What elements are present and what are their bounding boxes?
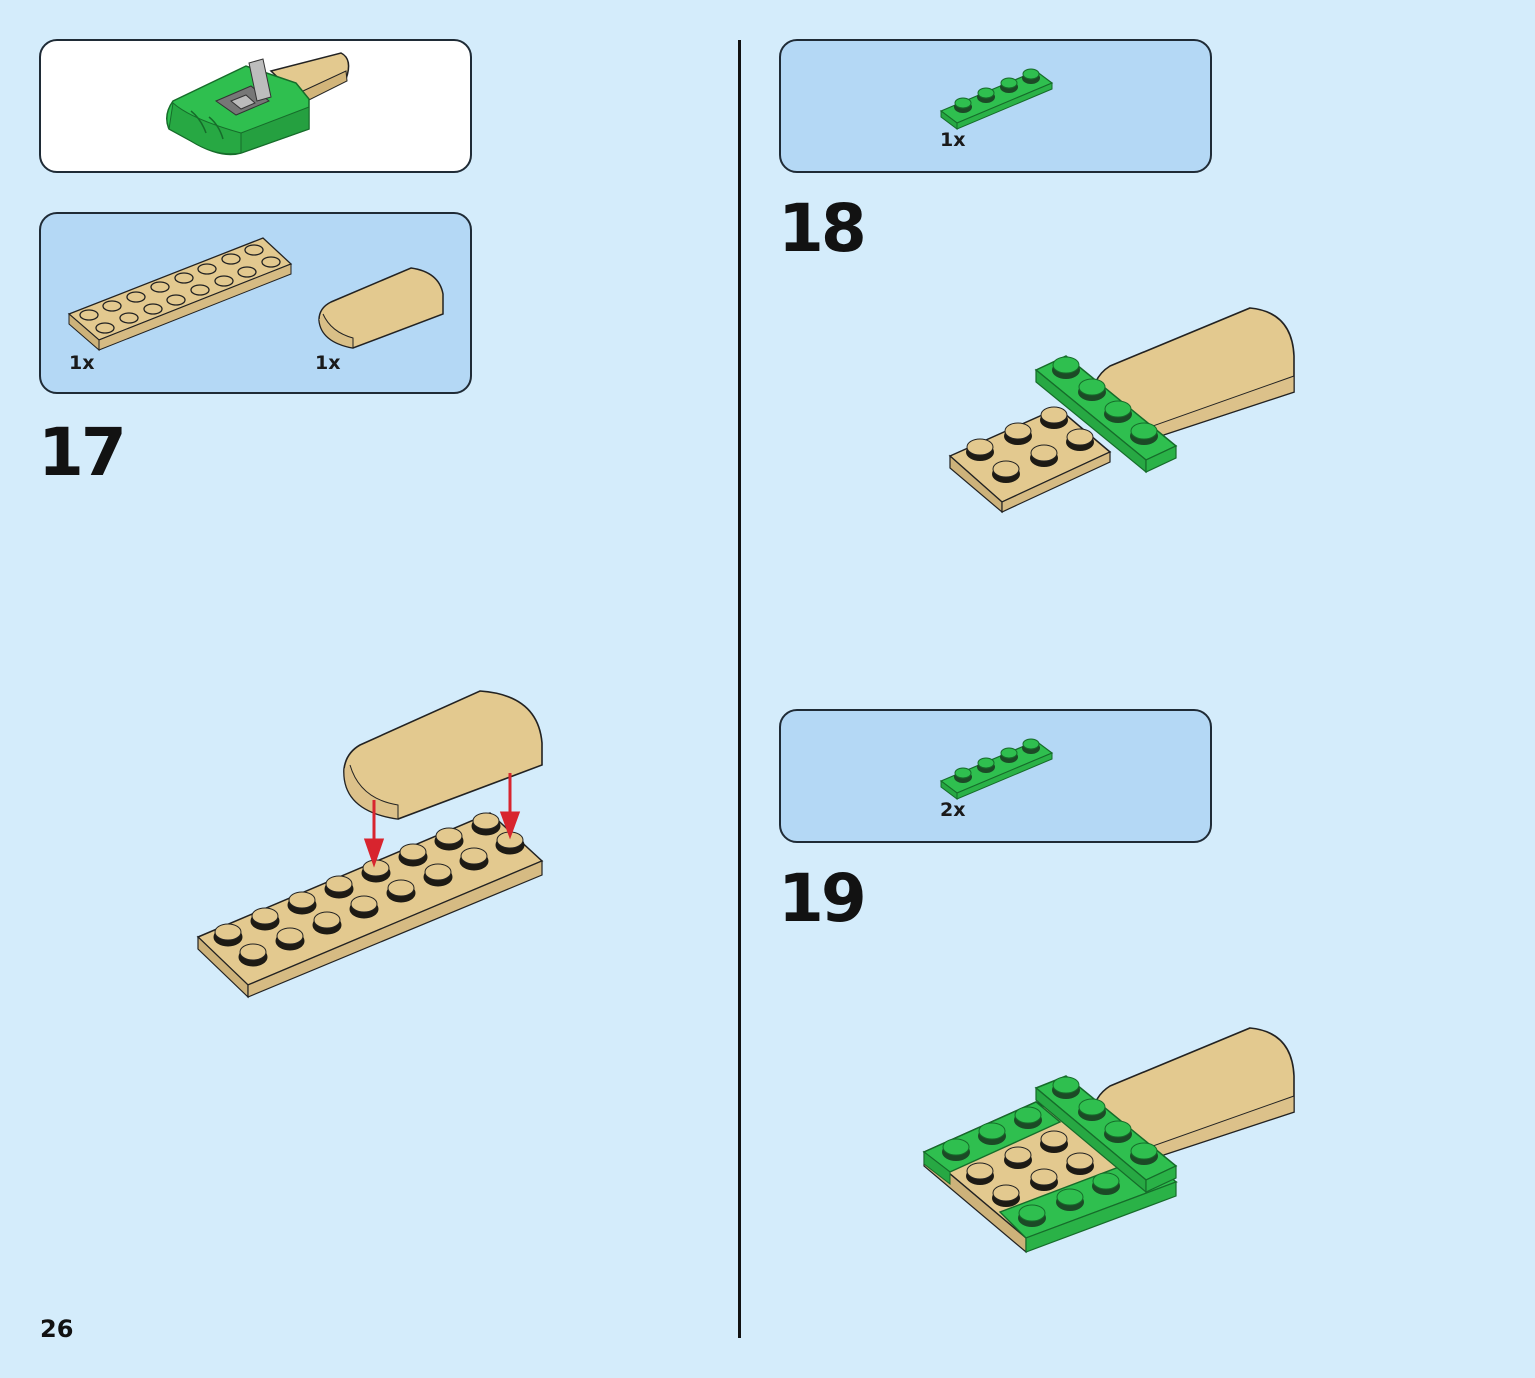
step-number: 17 [38,414,127,491]
green-tan-assembly-icon [166,52,350,156]
page-number: 26 [40,1315,74,1343]
part-quantity: 1x [940,129,966,151]
green-plate-1x4-icon [939,738,1054,800]
step-19-assembly-illustration [922,1027,1295,1254]
part-quantity: 1x [315,352,341,374]
step-17-parts-callout: 1x 1x [39,212,472,394]
step-17-assembly-illustration [196,690,544,999]
step-number: 19 [778,860,867,937]
step-number: 18 [778,190,867,267]
step-19-parts-callout: 2x [779,709,1212,843]
part-quantity: 2x [940,799,966,821]
column-divider [738,40,741,1338]
tan-curved-slope-icon [318,267,444,349]
tan-plate-2x8-icon [67,237,293,352]
step-18-assembly-illustration [948,307,1295,514]
step-18-parts-callout: 1x [779,39,1212,173]
preview-panel [39,39,472,173]
green-plate-1x4-icon [939,68,1054,130]
part-quantity: 1x [69,352,95,374]
